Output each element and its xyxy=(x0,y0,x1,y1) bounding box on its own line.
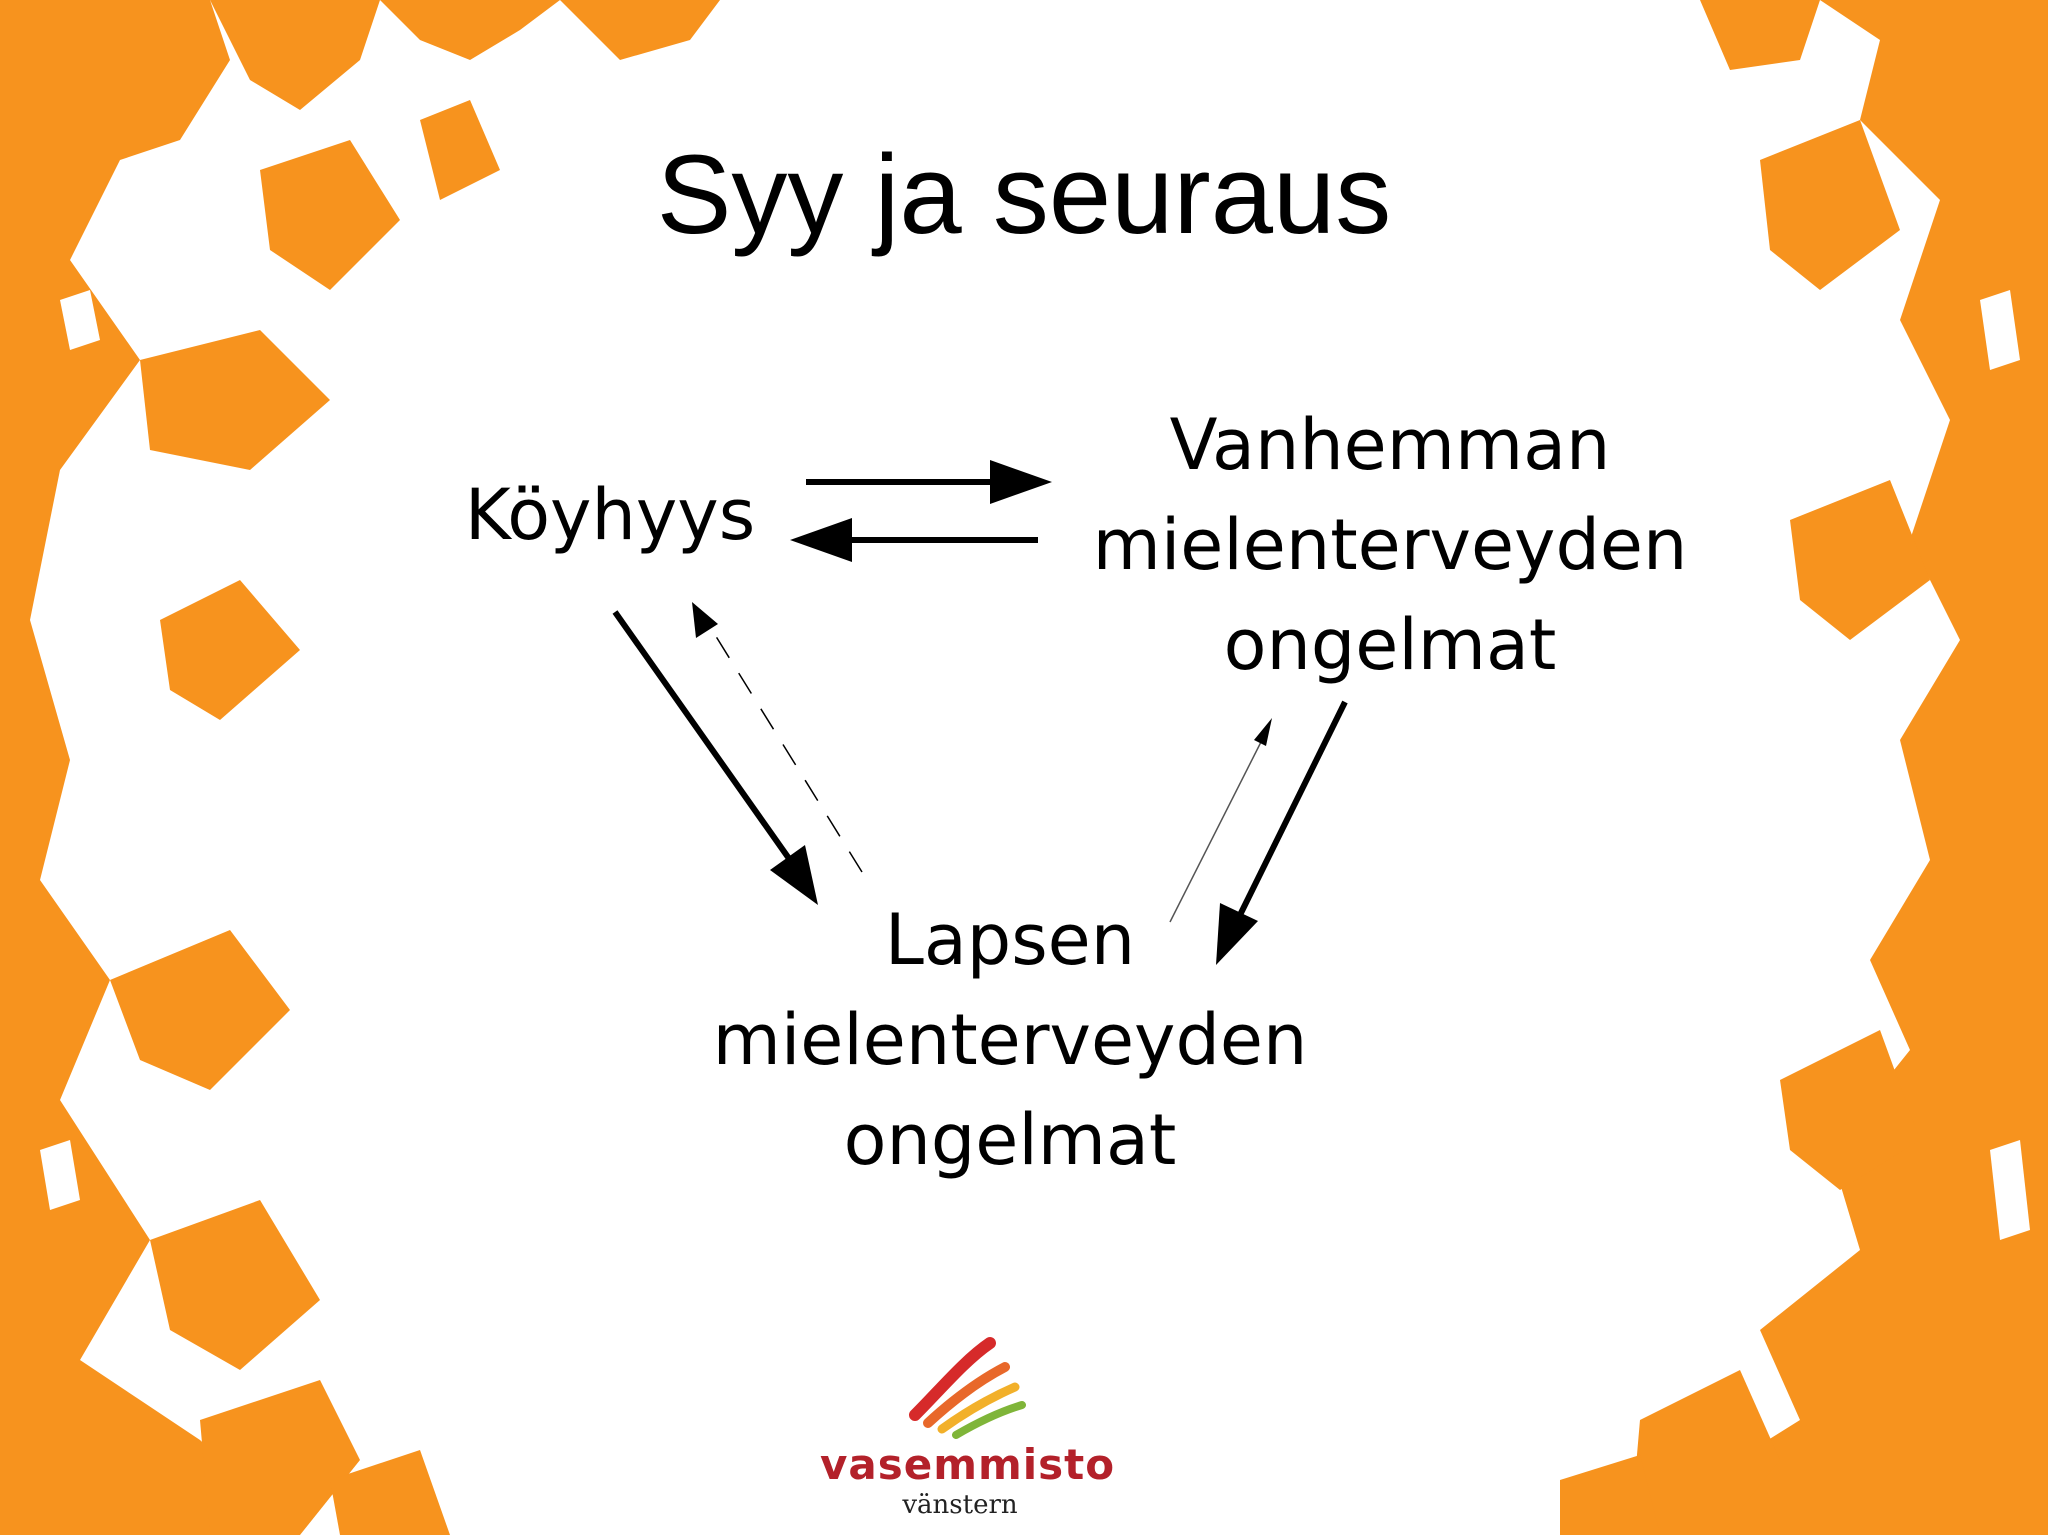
logo-wordmark: vasemmisto xyxy=(820,1440,1116,1489)
arrow-parent-to-poverty xyxy=(790,518,1038,562)
vasemmisto-logo: vasemmisto vänstern xyxy=(820,1335,1116,1525)
logo-subtitle: vänstern xyxy=(902,1490,1018,1520)
arrow-poverty-to-parent xyxy=(806,460,1052,504)
arrow-child-to-parent-thin xyxy=(1169,718,1272,923)
slide-title: Syy ja seuraus xyxy=(656,132,1392,257)
arrow-parent-to-child xyxy=(1216,700,1348,965)
node-poverty: Köyhyys xyxy=(464,474,756,556)
arrow-poverty-to-child xyxy=(612,610,818,905)
logo-stripes-icon xyxy=(909,1337,1026,1439)
node-child-mental-health: Lapsen mielenterveyden ongelmat xyxy=(712,899,1308,1181)
node-parent-mental-health: Vanhemman mielenterveyden ongelmat xyxy=(1092,404,1688,686)
arrow-child-to-poverty-dashed xyxy=(692,602,863,873)
